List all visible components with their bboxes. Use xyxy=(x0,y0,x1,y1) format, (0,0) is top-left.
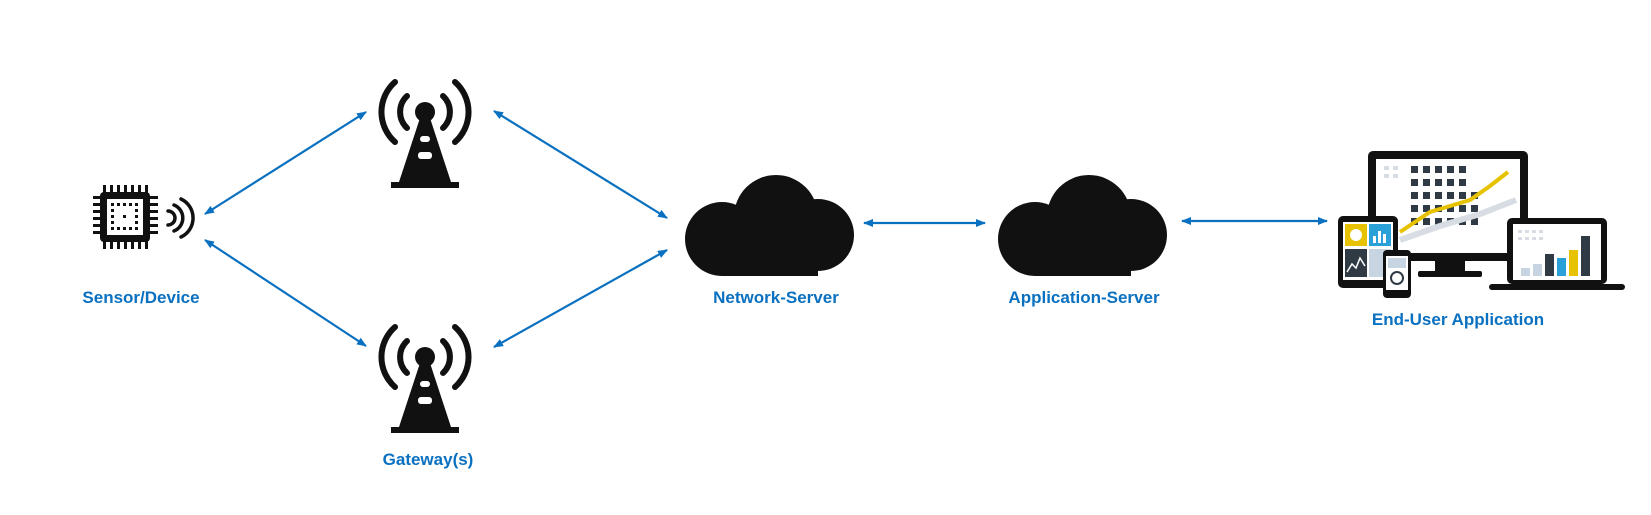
microchip-wireless-icon xyxy=(93,185,195,249)
arrow-sensor-gateway-top xyxy=(204,111,367,215)
cloud-icon xyxy=(998,175,1167,276)
radio-tower-icon xyxy=(378,79,472,188)
end-user-application-label: End-User Application xyxy=(1372,310,1544,329)
network-server-label: Network-Server xyxy=(713,288,839,307)
smartphone-icon xyxy=(1383,250,1411,298)
radio-tower-icon xyxy=(378,324,472,433)
arrow-gateway-top-network-server xyxy=(493,110,668,219)
application-server-label: Application-Server xyxy=(1008,288,1160,307)
wireless-waves-icon xyxy=(166,197,195,239)
laptop-icon xyxy=(1489,218,1625,290)
arrow-gateway-bottom-network-server xyxy=(493,249,668,348)
gateway-label: Gateway(s) xyxy=(383,450,474,469)
sensor-device-label: Sensor/Device xyxy=(82,288,199,307)
arrow-sensor-gateway-bottom xyxy=(204,239,367,347)
cloud-icon xyxy=(685,175,854,276)
connection-arrows xyxy=(204,110,1328,348)
multi-device-dashboard-icon xyxy=(1338,151,1625,298)
monitor-icon xyxy=(1368,151,1528,277)
node-labels: Sensor/Device Gateway(s) Network-Server … xyxy=(82,288,1544,469)
